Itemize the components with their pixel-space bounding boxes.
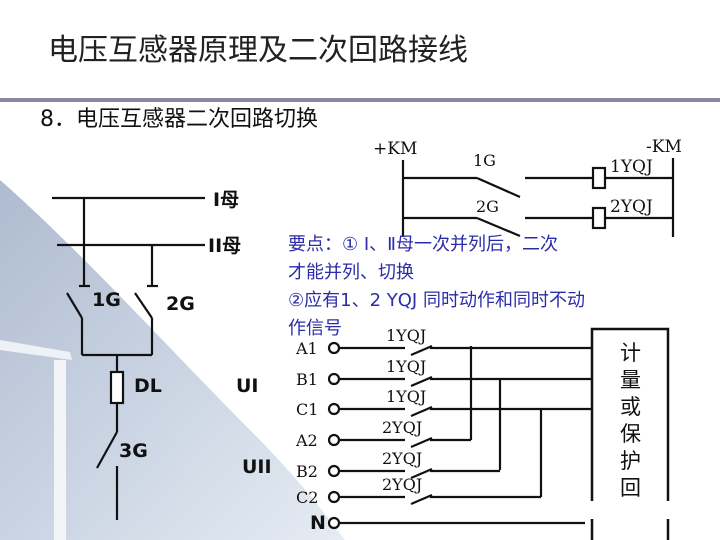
box-label-char: 计 <box>620 341 641 365</box>
primary-diagram: I母 II母 1G 2G DL 3G UI UII <box>52 189 272 520</box>
row2-relay-label: 2YQJ <box>610 197 653 217</box>
turbine-tower <box>54 360 66 540</box>
terminal-label: B1 <box>296 370 318 389</box>
box-label-char: 护 <box>620 449 641 473</box>
row1-relay-label: 1YQJ <box>610 157 653 177</box>
box-label-char: 或 <box>620 395 641 419</box>
contact-label: 2YQJ <box>382 475 422 494</box>
bus-2-label: II母 <box>208 235 241 257</box>
breaker-symbol <box>109 370 125 405</box>
terminal-circle-icon <box>327 402 341 416</box>
contact-blade <box>410 344 433 357</box>
terminal-label: A1 <box>295 339 318 358</box>
contact-blade <box>410 493 433 506</box>
plus-km-label: +KM <box>373 139 417 159</box>
terminal-circle-icon <box>327 516 341 530</box>
section-subtitle: 8．电压互感器二次回路切换 <box>40 107 318 132</box>
switch-1g-label: 1G <box>92 289 121 311</box>
contact-label: 1YQJ <box>386 357 426 376</box>
note-line: ②应有1、2 YQJ 同时动作和同时不动 <box>288 290 585 311</box>
terminal-circle-icon <box>327 433 341 447</box>
terminal-circle-icon <box>327 490 341 504</box>
terminal-label: C1 <box>296 400 318 419</box>
bus-1-label: I母 <box>213 189 239 211</box>
contact-blade <box>410 436 433 449</box>
note-line: 要点：① Ⅰ、Ⅱ母一次并列后，二次 <box>288 234 558 255</box>
switch-3g-label: 3G <box>119 440 148 462</box>
contact-label: 1YQJ <box>386 326 426 345</box>
key-points-note: 要点：① Ⅰ、Ⅱ母一次并列后，二次 才能并列、切换 ②应有1、2 YQJ 同时动… <box>288 234 585 339</box>
terminal-label: B2 <box>296 462 318 481</box>
terminal-circle-icon <box>327 464 341 478</box>
note-line: 作信号 <box>288 318 342 339</box>
secondary-circuit: 计 量 或 保 护 回 A1 1YQJ B1 1YQJ C1 1YQJ A2 2YQJ B2 2Y… <box>295 326 690 540</box>
note-line: 才能并列、切换 <box>288 262 414 283</box>
contact-label: 2YQJ <box>382 449 422 468</box>
box-label-char: 保 <box>620 422 641 446</box>
contact-blade <box>410 405 433 418</box>
contact-blade <box>410 467 433 480</box>
switch-2g-label: 2G <box>166 293 195 315</box>
relay-coil-1yqj <box>591 166 607 190</box>
terminal-label: N <box>310 512 326 534</box>
contact-blade <box>410 375 433 388</box>
title-divider <box>0 98 720 102</box>
control-circuit: +KM -KM 1G 1YQJ 2G 2YQJ <box>373 137 682 238</box>
terminal-label: A2 <box>295 431 318 450</box>
terminal-circle-icon <box>327 372 341 386</box>
box-label-char: 回 <box>620 476 641 500</box>
wind-turbine-background <box>0 180 345 540</box>
terminal-circle-icon <box>327 341 341 355</box>
row2-switch-label: 2G <box>476 197 499 216</box>
relay-coil-2yqj <box>591 206 607 230</box>
row1-switch-label: 1G <box>473 151 496 170</box>
contact-label: 1YQJ <box>386 387 426 406</box>
page-title: 电压互感器原理及二次回路接线 <box>48 33 468 68</box>
terminal-label: C2 <box>296 488 318 507</box>
turbine-blade <box>0 340 72 360</box>
box-mask <box>590 501 690 519</box>
voltage-u2-label: UII <box>242 456 272 478</box>
contact-label: 2YQJ <box>382 418 422 437</box>
box-label-char: 量 <box>620 368 641 392</box>
voltage-u1-label: UI <box>236 375 259 397</box>
minus-km-label: -KM <box>646 137 682 157</box>
breaker-label: DL <box>134 375 162 397</box>
